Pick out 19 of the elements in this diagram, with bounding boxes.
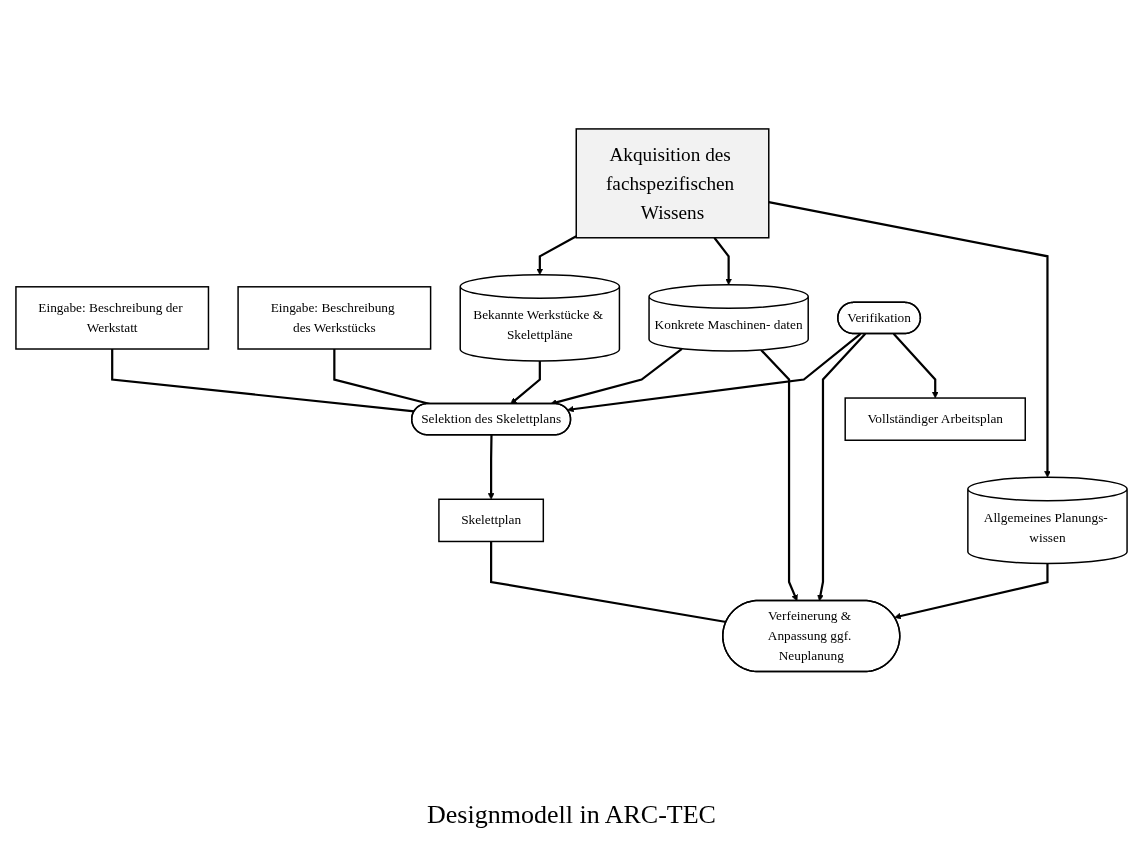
connector-line [490,541,727,623]
arrow [768,200,1051,478]
node-box: Vollständiger Arbeitsplan [844,397,1026,441]
arrow [550,347,683,406]
arrow [894,563,1049,619]
arrow [817,332,867,601]
arrow [713,236,732,285]
caption: Designmodell in ARC-TEC [427,800,716,829]
arrow [892,332,939,399]
arrow [567,332,862,413]
node-box: Skelettplan [438,498,545,542]
connector-line [111,348,415,413]
node-box: Eingabe: Beschreibung des Werkstücks [237,285,432,350]
arrow [487,434,495,500]
arrow [510,360,541,404]
arrow [760,348,798,601]
node-box: Eingabe: Beschreibung der Werkstatt [15,285,210,350]
arrow [536,235,577,275]
node-box: Akquisition des fachspezifischen Wissens [575,127,770,239]
